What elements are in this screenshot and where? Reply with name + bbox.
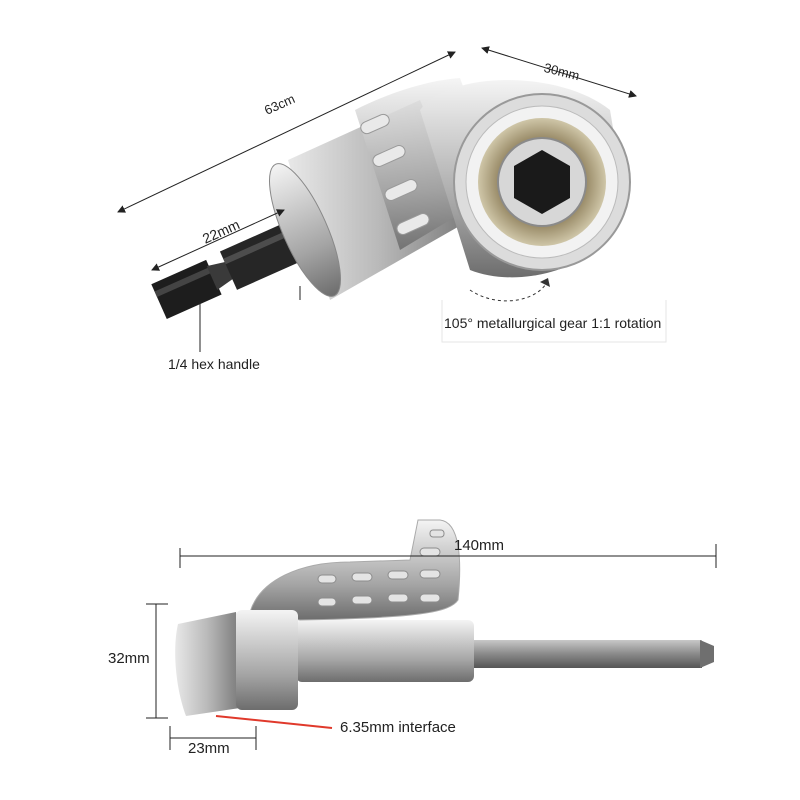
adapter-head: [420, 80, 631, 278]
side-length-label: 140mm: [454, 537, 505, 554]
rotation-arc: [469, 279, 549, 302]
gear-label-frame: [441, 300, 667, 343]
side-height-label: 32mm: [108, 650, 150, 667]
hex-handle-label: 1/4 hex handle: [168, 356, 260, 372]
hex-length-dimension-line: [151, 209, 285, 271]
interface-label: 6.35mm interface: [340, 719, 456, 736]
side-sleeve: [296, 620, 474, 682]
side-depth-label: 23mm: [188, 740, 230, 757]
side-collar: [236, 610, 298, 710]
side-hex-shaft: [470, 640, 702, 668]
head-width-dimension-line: [481, 46, 637, 98]
side-head: [175, 612, 240, 716]
gear-rotation-label: 105° metallurgical gear 1:1 rotation: [444, 315, 662, 331]
side-view-illustration: [175, 519, 714, 716]
total-length-dimension-line: [117, 51, 456, 213]
interface-pointer-line: [215, 715, 333, 729]
hex-socket: [514, 150, 570, 214]
top-view-illustration: [151, 78, 631, 319]
